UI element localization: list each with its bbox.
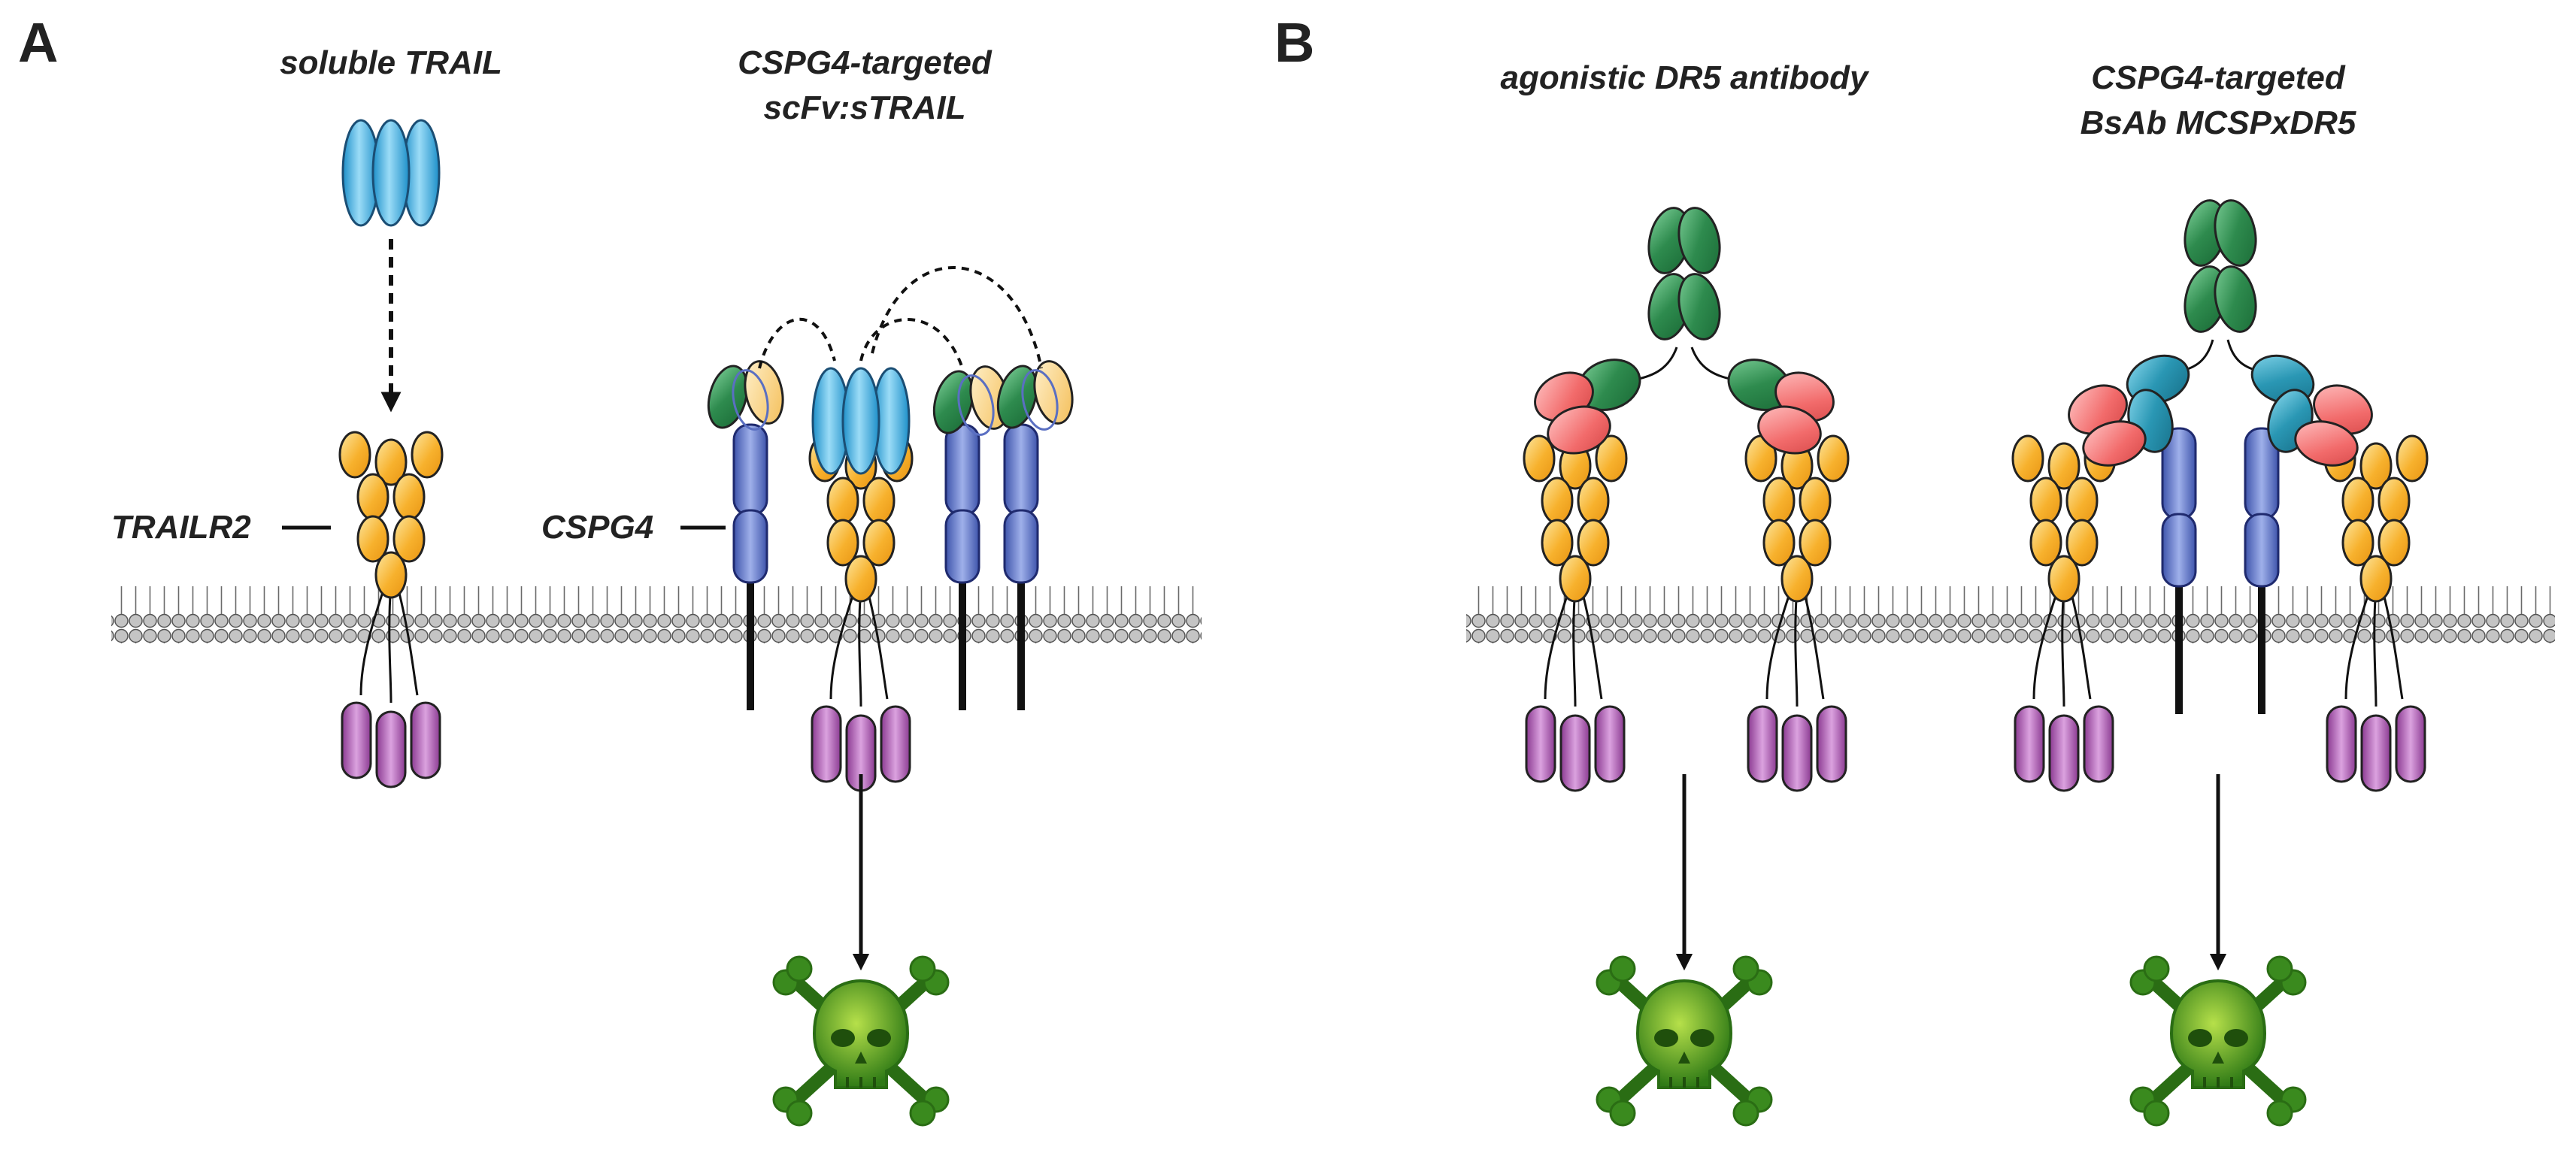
- soluble-trail-trimer: [341, 119, 441, 227]
- apoptosis-skull-icon-b2: [2131, 957, 2305, 1125]
- apoptosis-skull-icon-b1: [1597, 957, 1771, 1125]
- title-bsab-line2: BsAb MCSPxDR5: [2080, 104, 2356, 141]
- cspg4-receptor-1: [732, 423, 768, 712]
- panel-a-letter: A: [18, 11, 58, 74]
- bsab-fc: [2177, 195, 2263, 337]
- cspg4-receptor-b1: [2161, 427, 2197, 716]
- title-soluble-trail: soluble TRAIL: [280, 44, 502, 81]
- linker-1: [758, 318, 836, 369]
- panel-b-letter: B: [1274, 11, 1314, 74]
- title-scfv-strail-line1: CSPG4-targeted: [738, 44, 993, 81]
- bsab-red-right-2: [2294, 420, 2359, 467]
- bsab-hinge: [2176, 339, 2264, 374]
- cspg4-receptor-b2: [2244, 427, 2280, 716]
- linker-3: [871, 266, 1043, 369]
- title-scfv-strail-line2: scFv:sTRAIL: [764, 89, 966, 126]
- bsab-red-left-2: [2082, 420, 2147, 467]
- scfv-1: [701, 356, 789, 434]
- title-bsab-line1: CSPG4-targeted: [2091, 59, 2346, 96]
- title-agonistic-dr5: agonistic DR5 antibody: [1501, 59, 1870, 96]
- cspg4-receptor-2: [944, 423, 980, 712]
- label-trailr2: TRAILR2: [111, 509, 251, 546]
- antibody-light-right-2: [1757, 405, 1822, 455]
- antibody-hinge: [1635, 346, 1734, 381]
- cell-membrane-a: [111, 586, 1202, 643]
- linker-2: [859, 318, 964, 369]
- strail-trimer-bound: [811, 367, 911, 475]
- label-cspg4: CSPG4: [541, 509, 653, 546]
- scfv-3: [990, 356, 1079, 434]
- antibody-light-left-2: [1547, 405, 1611, 455]
- cspg4-receptor-3: [1003, 423, 1039, 712]
- antibody-fc: [1641, 203, 1727, 344]
- apoptosis-skull-icon-a: [774, 957, 948, 1125]
